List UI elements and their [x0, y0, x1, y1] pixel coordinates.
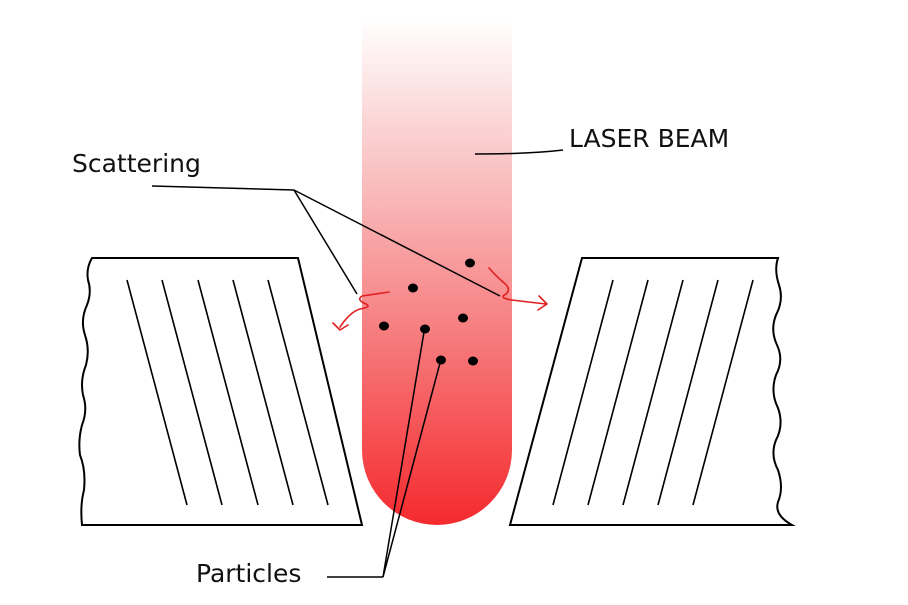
particles-label: Particles	[196, 559, 302, 588]
particle	[436, 355, 446, 365]
scatter-arrow-right-head	[537, 295, 548, 311]
particle	[420, 324, 430, 334]
right-workpiece-hatching	[552, 279, 754, 506]
left-workpiece	[78, 257, 364, 526]
scatter-arrow-right	[488, 267, 547, 305]
scatter-arrow-left-upper	[339, 291, 390, 328]
right-workpiece	[508, 257, 796, 526]
scattering-leader-lines	[151, 185, 501, 297]
scatter-arrows	[332, 267, 548, 331]
scatter-arrow-left-upper-head	[332, 322, 349, 331]
laser-beam-leader-line	[474, 149, 564, 155]
particles-leader-lines	[327, 331, 441, 578]
particles	[379, 258, 478, 366]
scattering-label: Scattering	[72, 149, 201, 178]
left-workpiece-hatching	[126, 279, 329, 506]
particle	[465, 258, 475, 268]
laser-beam-label: LASER BEAM	[569, 124, 730, 153]
particle	[468, 356, 478, 366]
particle	[408, 283, 418, 293]
particle	[458, 313, 468, 323]
laser-beam	[362, 18, 512, 525]
particle	[379, 321, 389, 331]
